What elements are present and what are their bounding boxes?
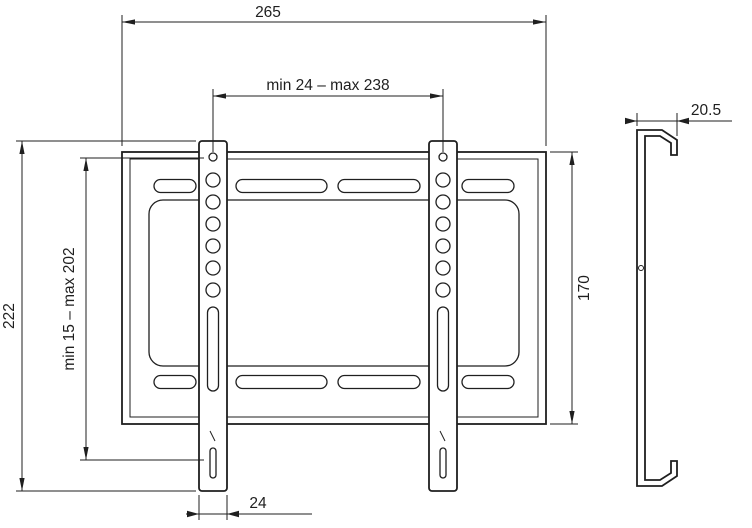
rail-hole bbox=[435, 194, 451, 210]
plate-inner-edge bbox=[129, 158, 539, 418]
rail-hole bbox=[435, 260, 451, 276]
rail-body bbox=[198, 140, 228, 492]
plate-slot bbox=[235, 178, 328, 194]
dim-rail-hole-spacing: min 24 – max 238 bbox=[212, 77, 444, 152]
rail-hole bbox=[205, 172, 221, 188]
dim-plate-height: 170 bbox=[550, 151, 593, 425]
plate-slot bbox=[461, 178, 515, 194]
dimension-label: 170 bbox=[576, 275, 593, 301]
dimension-label: 24 bbox=[249, 495, 267, 512]
vesa-rail-right bbox=[428, 140, 458, 492]
rail-hole bbox=[435, 172, 451, 188]
plate-slot bbox=[461, 374, 515, 390]
dim-vertical-adjust: min 15 – max 202 bbox=[61, 157, 204, 461]
rail-slot bbox=[206, 306, 220, 392]
arrowhead bbox=[677, 117, 689, 125]
dim-overall-width: 265 bbox=[121, 4, 547, 146]
rail-body bbox=[428, 140, 458, 492]
rail-hole bbox=[205, 216, 221, 232]
rail-bottom-slot bbox=[209, 447, 217, 479]
rail-tab-mark bbox=[209, 430, 216, 442]
arrowhead bbox=[625, 117, 637, 125]
plate-slot bbox=[153, 178, 197, 194]
front-view bbox=[121, 140, 547, 492]
dim-depth: 20.5 bbox=[625, 102, 732, 136]
side-view bbox=[636, 129, 678, 487]
rail-hole bbox=[435, 238, 451, 254]
rail-bottom-slot bbox=[439, 447, 447, 479]
plate-outer-edge bbox=[121, 151, 547, 425]
dimension-label: min 15 – max 202 bbox=[61, 247, 78, 370]
rail-hole bbox=[435, 282, 451, 298]
plate-window bbox=[148, 199, 520, 367]
rail-tab-mark bbox=[439, 430, 446, 442]
arrowhead bbox=[187, 510, 199, 518]
rail-hole bbox=[435, 216, 451, 232]
rail-hole bbox=[438, 152, 448, 162]
plate-slot bbox=[337, 374, 421, 390]
vesa-rail-left bbox=[198, 140, 228, 492]
dim-rail-width: 24 bbox=[186, 495, 312, 520]
dimension-label: 20.5 bbox=[691, 102, 721, 119]
rail-hole bbox=[205, 238, 221, 254]
plate-slot bbox=[153, 374, 197, 390]
side-profile bbox=[636, 129, 678, 487]
arrowhead bbox=[227, 510, 239, 518]
dimension-label: 222 bbox=[1, 303, 18, 329]
side-profile-hole bbox=[638, 265, 644, 271]
dimension-label: min 24 – max 238 bbox=[266, 77, 389, 94]
rail-hole bbox=[205, 194, 221, 210]
plate-slot bbox=[337, 178, 421, 194]
dim-overall-height: 222 bbox=[1, 140, 196, 492]
rail-hole bbox=[205, 260, 221, 276]
plate-slot bbox=[235, 374, 328, 390]
dimension-label: 265 bbox=[255, 4, 281, 21]
rail-slot bbox=[436, 306, 450, 392]
rail-hole bbox=[205, 282, 221, 298]
rail-hole bbox=[208, 152, 218, 162]
